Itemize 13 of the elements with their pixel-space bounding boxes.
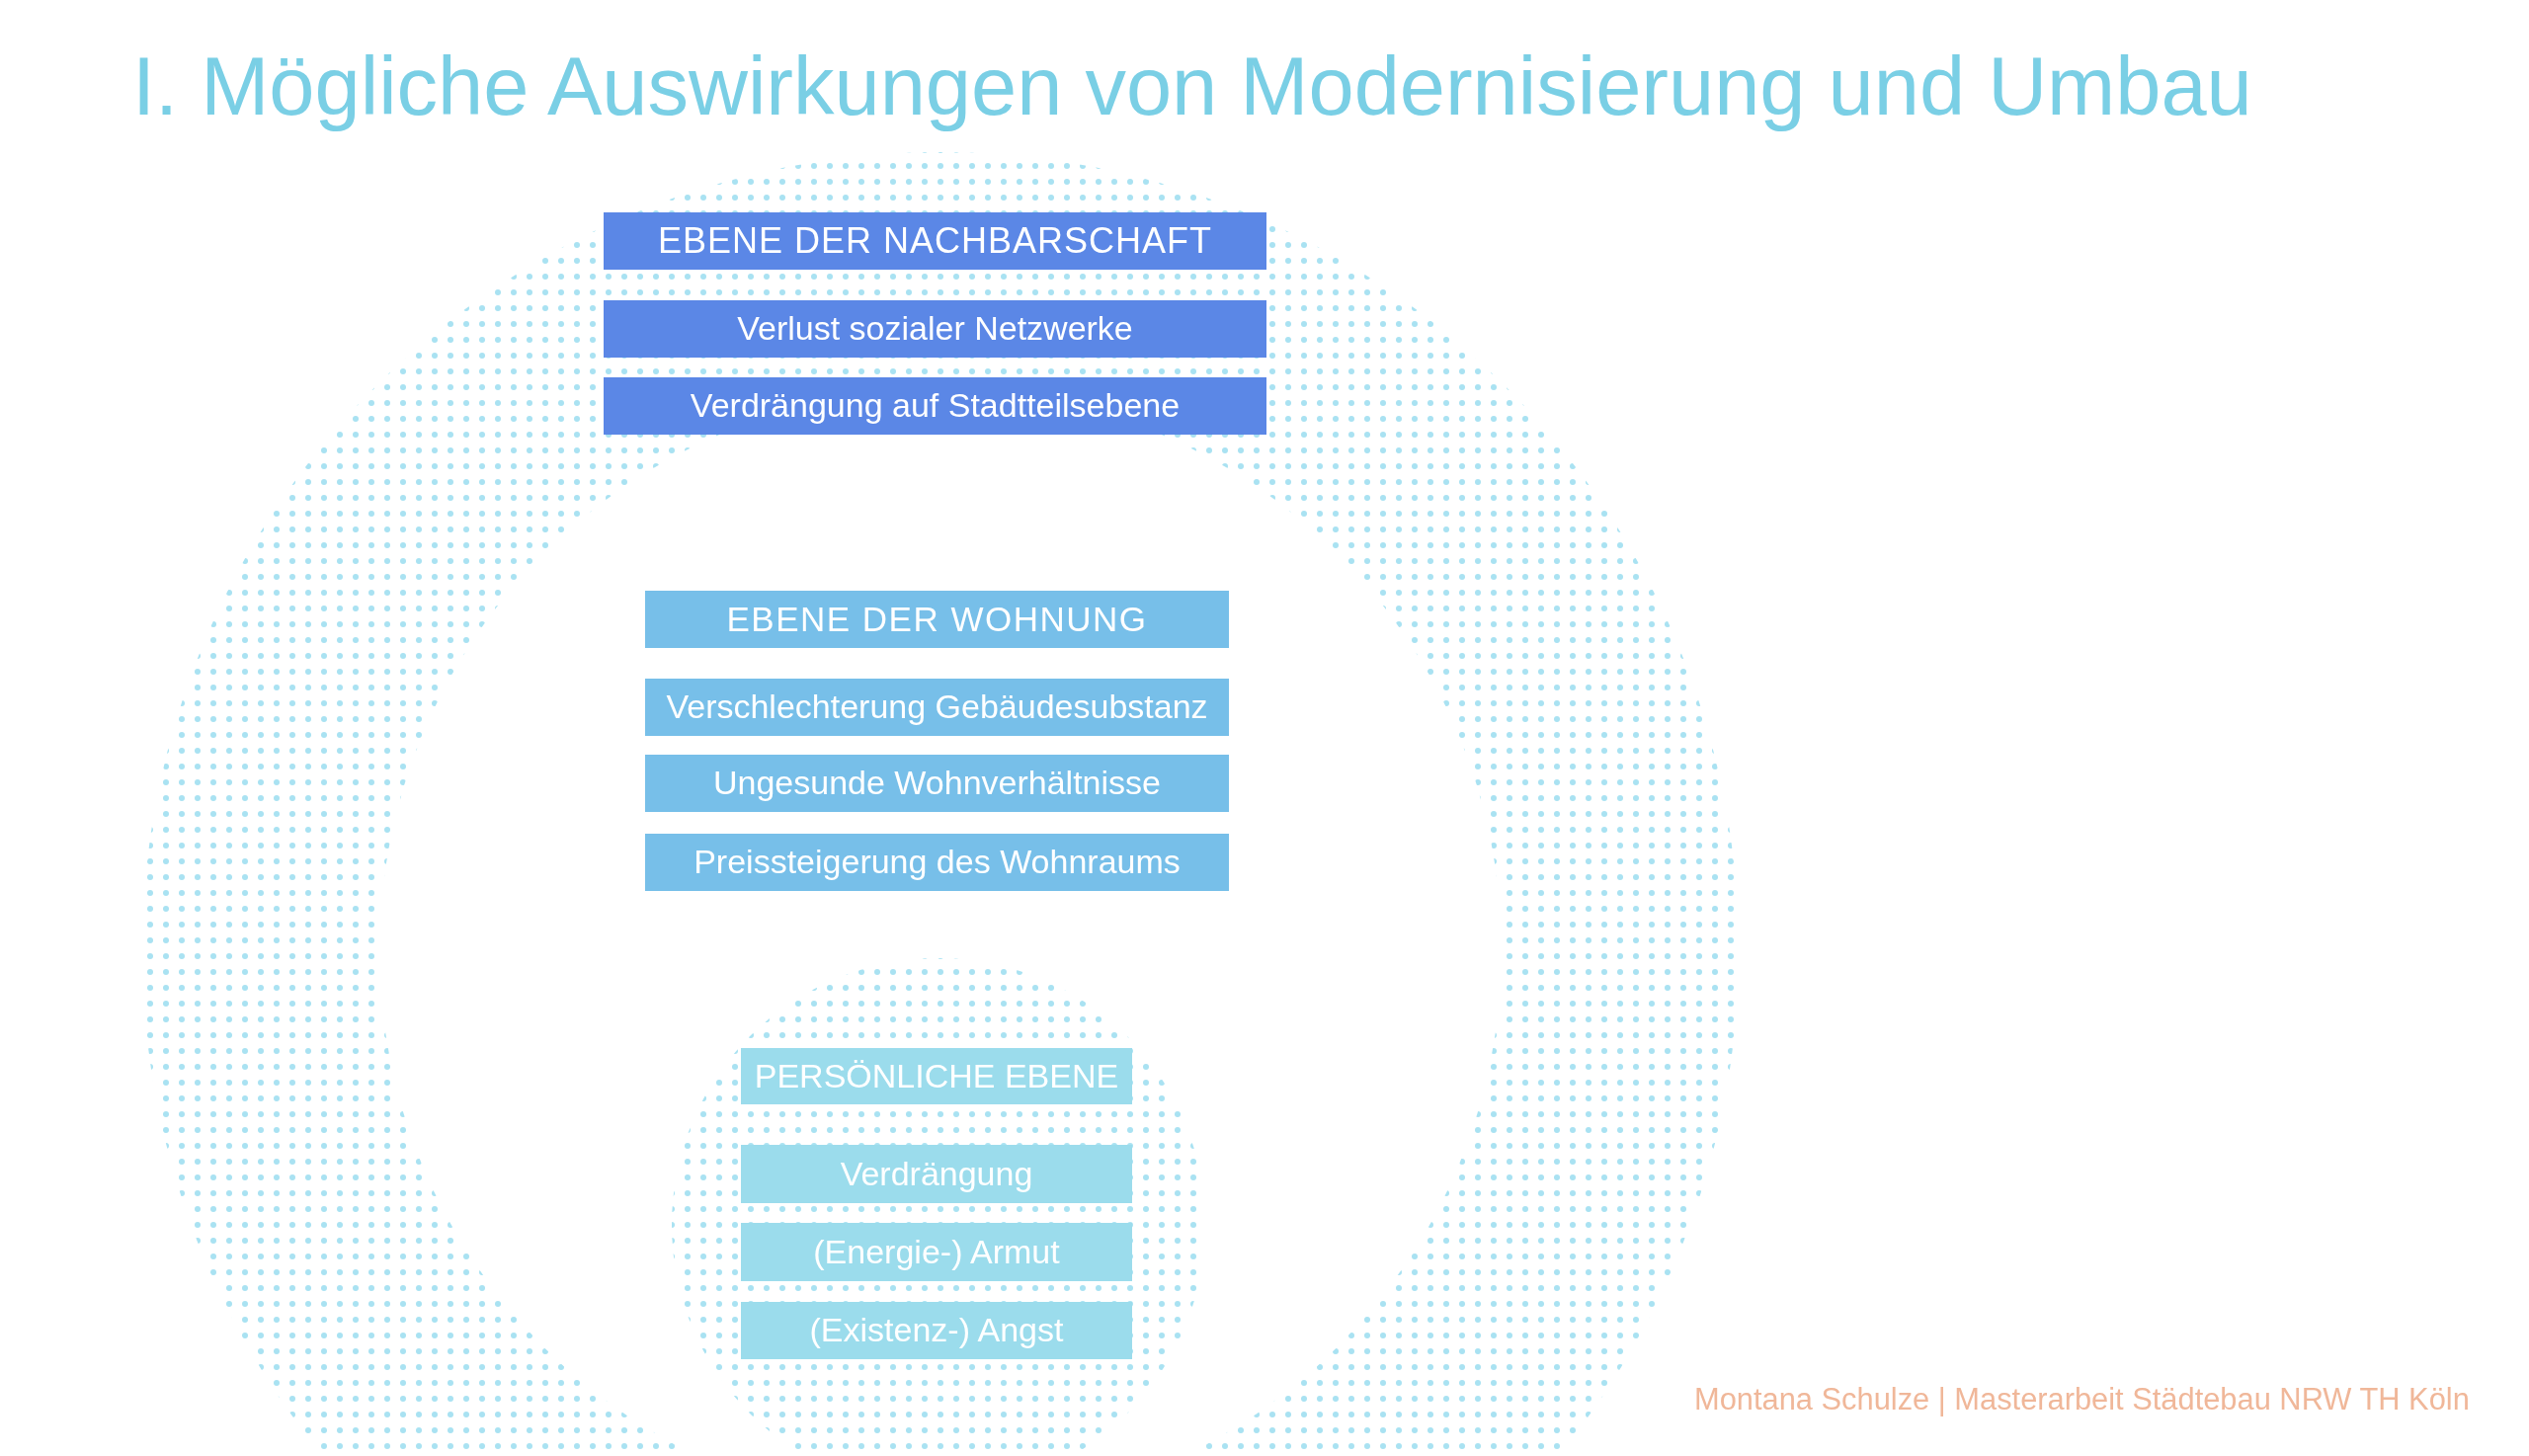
impact-item: Verschlechterung Gebäudesubstanz <box>645 679 1229 736</box>
impact-item: Verlust sozialer Netzwerke <box>604 300 1266 358</box>
level-header: PERSÖNLICHE EBENE <box>741 1048 1132 1104</box>
author-credit: Montana Schulze | Masterarbeit Städtebau NRW TH Köln <box>1694 1382 2470 1417</box>
level-header: EBENE DER NACHBARSCHAFT <box>604 212 1266 270</box>
impact-item: Preissteigerung des Wohnraums <box>645 834 1229 891</box>
diagram-title: I. Mögliche Auswirkungen von Modernisierung und Umbau <box>132 40 2252 134</box>
impact-item: (Energie-) Armut <box>741 1223 1132 1281</box>
impact-item: Verdrängung auf Stadtteilsebene <box>604 377 1266 435</box>
impact-item: (Existenz-) Angst <box>741 1302 1132 1359</box>
impact-item: Ungesunde Wohnverhältnisse <box>645 755 1229 812</box>
impact-item: Verdrängung <box>741 1145 1132 1203</box>
level-header: EBENE DER WOHNUNG <box>645 591 1229 648</box>
